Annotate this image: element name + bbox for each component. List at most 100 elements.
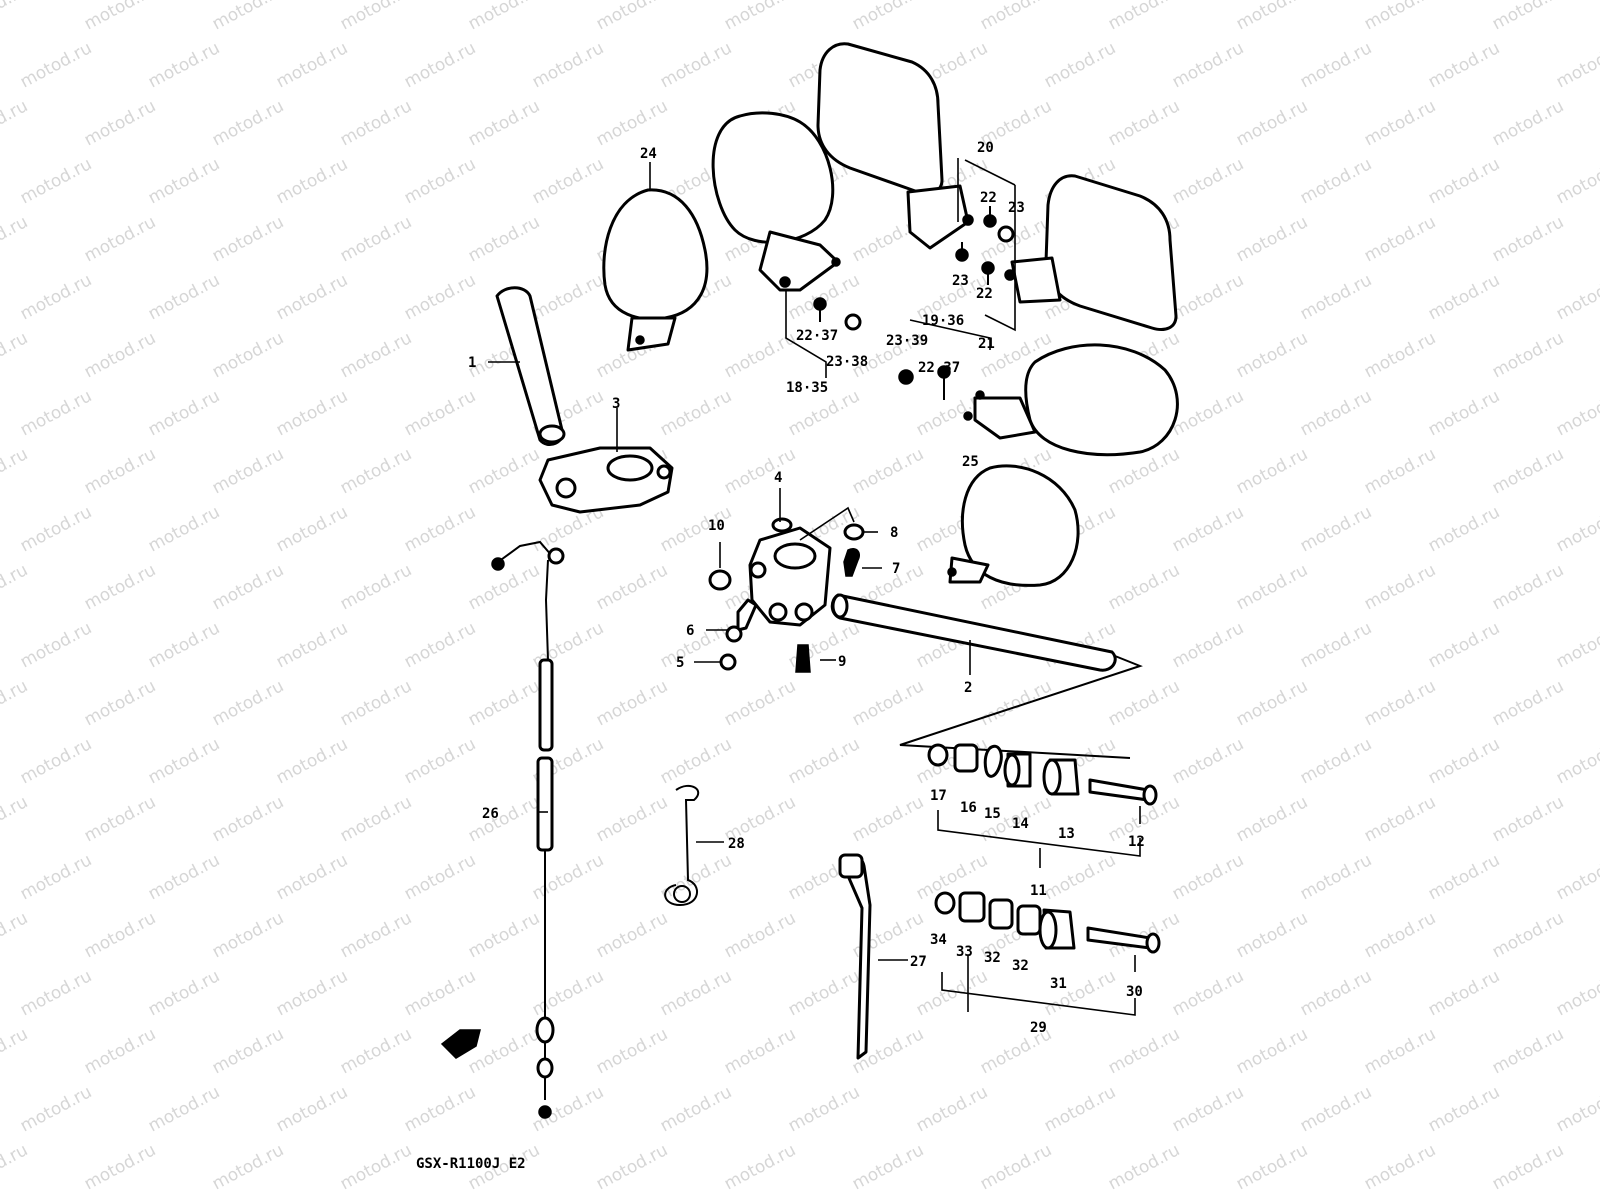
watermark-text: motod.ru: [657, 1082, 735, 1136]
label-34: 34: [930, 932, 947, 948]
label-15: 15: [984, 806, 1001, 822]
watermark-text: motod.ru: [977, 676, 1055, 730]
watermark-text: motod.ru: [1105, 0, 1183, 34]
handlebar-pipe-1: [495, 286, 566, 446]
watermark-text: motod.ru: [401, 1082, 479, 1136]
watermark-text: motod.ru: [465, 96, 543, 150]
label-20: 20: [977, 140, 994, 156]
watermark-text: motod.ru: [17, 618, 95, 672]
watermark-text: motod.ru: [849, 676, 927, 730]
watermark-text: motod.ru: [1105, 1024, 1183, 1078]
watermark-text: motod.ru: [145, 386, 223, 440]
watermark-text: motod.ru: [465, 0, 543, 34]
watermark-text: motod.ru: [1361, 96, 1439, 150]
watermark-text: motod.ru: [145, 154, 223, 208]
label-31: 31: [1050, 976, 1067, 992]
watermark-text: motod.ru: [465, 212, 543, 266]
watermark-text: motod.ru: [849, 792, 927, 846]
watermark-text: motod.ru: [81, 1024, 159, 1078]
label-32-a: 32: [984, 950, 1001, 966]
watermark-text: motod.ru: [81, 444, 159, 498]
cable-26: [491, 540, 565, 1119]
label-23-b: 23: [952, 273, 969, 289]
watermark-text: motod.ru: [529, 38, 607, 92]
watermark-text: motod.ru: [81, 676, 159, 730]
watermark-text: motod.ru: [1041, 1082, 1119, 1136]
label-13: 13: [1058, 826, 1075, 842]
front-arrow-icon: [440, 1029, 481, 1059]
watermark-text: motod.ru: [1489, 0, 1567, 34]
watermark-text: motod.ru: [1233, 908, 1311, 962]
watermark-text: motod.ru: [1105, 560, 1183, 614]
watermark-text: motod.ru: [145, 38, 223, 92]
label-4: 4: [774, 470, 782, 486]
watermark-text: motod.ru: [849, 444, 927, 498]
label-33: 33: [956, 944, 973, 960]
watermark-text: motod.ru: [0, 792, 31, 846]
watermark-text: motod.ru: [17, 502, 95, 556]
small-parts-5-10: [708, 523, 865, 673]
leader-lines: [488, 158, 1141, 1016]
label-30: 30: [1126, 984, 1143, 1000]
watermark-text: motod.ru: [529, 270, 607, 324]
watermark-text: motod.ru: [593, 1140, 671, 1194]
watermark-text: motod.ru: [1297, 618, 1375, 672]
watermark-text: motod.ru: [81, 560, 159, 614]
balancer-set-29: [934, 891, 1161, 954]
label-28: 28: [728, 836, 745, 852]
watermark-text: motod.ru: [529, 154, 607, 208]
watermark-text: motod.ru: [1041, 850, 1119, 904]
watermark-text: motod.ru: [81, 908, 159, 962]
watermark-text: motod.ru: [657, 734, 735, 788]
watermark-text: motod.ru: [0, 444, 31, 498]
watermark-text: motod.ru: [1361, 444, 1439, 498]
watermark-text: motod.ru: [785, 734, 863, 788]
watermark-text: motod.ru: [0, 0, 31, 34]
watermark-text: motod.ru: [1297, 38, 1375, 92]
watermark-text: motod.ru: [1489, 676, 1567, 730]
watermark-text: motod.ru: [337, 792, 415, 846]
watermark-text: motod.ru: [1425, 734, 1503, 788]
watermark-text: motod.ru: [721, 0, 799, 34]
watermark-text: motod.ru: [849, 0, 927, 34]
label-27: 27: [910, 954, 927, 970]
break-line: [899, 655, 1143, 759]
watermark-text: motod.ru: [0, 676, 31, 730]
watermark-text: motod.ru: [17, 1082, 95, 1136]
label-23-a: 23: [1008, 200, 1025, 216]
label-21: 21: [978, 336, 995, 352]
watermark-text: motod.ru: [17, 966, 95, 1020]
watermark-text: motod.ru: [1041, 966, 1119, 1020]
watermark-text: motod.ru: [593, 1024, 671, 1078]
watermark-text: motod.ru: [465, 908, 543, 962]
watermark-text: motod.ru: [1489, 1140, 1567, 1194]
watermark-text: motod.ru: [593, 96, 671, 150]
watermark-text: motod.ru: [593, 792, 671, 846]
watermark-text: motod.ru: [1425, 270, 1503, 324]
label-3: 3: [612, 396, 620, 412]
watermark-text: motod.ru: [1553, 734, 1600, 788]
mirror-18-35: [711, 111, 841, 292]
watermark-text: motod.ru: [337, 444, 415, 498]
watermark-text: motod.ru: [273, 154, 351, 208]
watermark-text: motod.ru: [81, 792, 159, 846]
watermark-text: motod.ru: [81, 1140, 159, 1194]
watermark-text: motod.ru: [0, 908, 31, 962]
watermark-text: motod.ru: [273, 734, 351, 788]
watermark-text: motod.ru: [1489, 792, 1567, 846]
label-14: 14: [1012, 816, 1029, 832]
watermark-text: motod.ru: [273, 270, 351, 324]
watermark-text: motod.ru: [913, 734, 991, 788]
watermark-text: motod.ru: [273, 38, 351, 92]
watermark-text: motod.ru: [0, 328, 31, 382]
watermark-text: motod.ru: [1553, 502, 1600, 556]
watermark-text: motod.ru: [1425, 38, 1503, 92]
watermark-text: motod.ru: [337, 0, 415, 34]
watermark-text: motod.ru: [337, 676, 415, 730]
watermark-text: motod.ru: [849, 1140, 927, 1194]
watermark-text: motod.ru: [529, 966, 607, 1020]
watermark-text: motod.ru: [145, 1082, 223, 1136]
watermark-text: motod.ru: [209, 792, 287, 846]
watermark-text: motod.ru: [465, 676, 543, 730]
